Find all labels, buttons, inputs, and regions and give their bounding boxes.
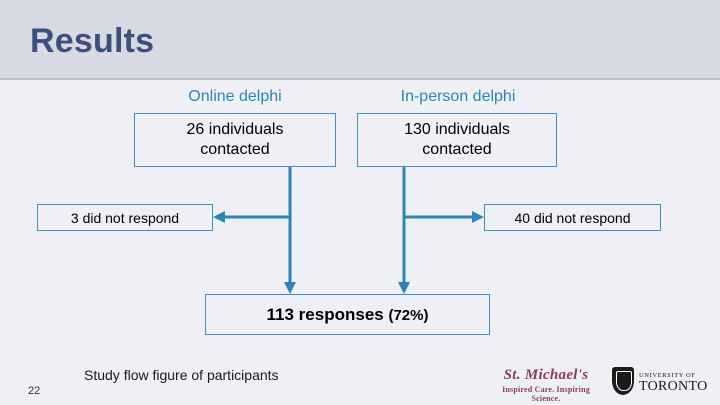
column-heading-online: Online delphi: [188, 88, 282, 105]
responses-count: 113 responses: [266, 304, 389, 324]
column-heading-inperson: In-person delphi: [400, 88, 516, 105]
title-divider: [0, 78, 720, 80]
box-total-responses: 113 responses (72%): [205, 294, 490, 335]
box-inperson-line2: contacted: [422, 141, 492, 158]
crest-icon: [612, 367, 634, 395]
university-top-line: UNIVERSITY OF: [639, 372, 696, 379]
university-wordmark: UNIVERSITY OF TORONTO: [639, 370, 708, 394]
university-of-toronto-logo: UNIVERSITY OF TORONTO: [612, 364, 708, 398]
box-online-contacted: 26 individuals contacted: [134, 113, 336, 167]
box-online-line1: 26 individuals: [186, 121, 284, 138]
box-inperson-contacted: 130 individuals contacted: [357, 113, 557, 167]
hospital-tagline: Inspired Care. Inspiring Science.: [502, 385, 590, 403]
page-title: Results: [30, 22, 155, 60]
figure-caption: Study flow figure of participants: [84, 367, 279, 383]
slide-number: 22: [28, 385, 41, 397]
responses-percent: (72%): [388, 306, 429, 324]
box-inperson-nonresponders: 40 did not respond: [484, 204, 661, 231]
box-online-nonresponders: 3 did not respond: [37, 204, 213, 231]
box-inperson-line1: 130 individuals: [404, 121, 510, 138]
hospital-name: St. Michael's: [503, 367, 589, 383]
st-michaels-logo: St. Michael's Inspired Care. Inspiring S…: [492, 367, 600, 403]
title-band: [0, 0, 720, 78]
university-main-line: TORONTO: [639, 379, 708, 394]
box-online-line2: contacted: [200, 141, 270, 158]
